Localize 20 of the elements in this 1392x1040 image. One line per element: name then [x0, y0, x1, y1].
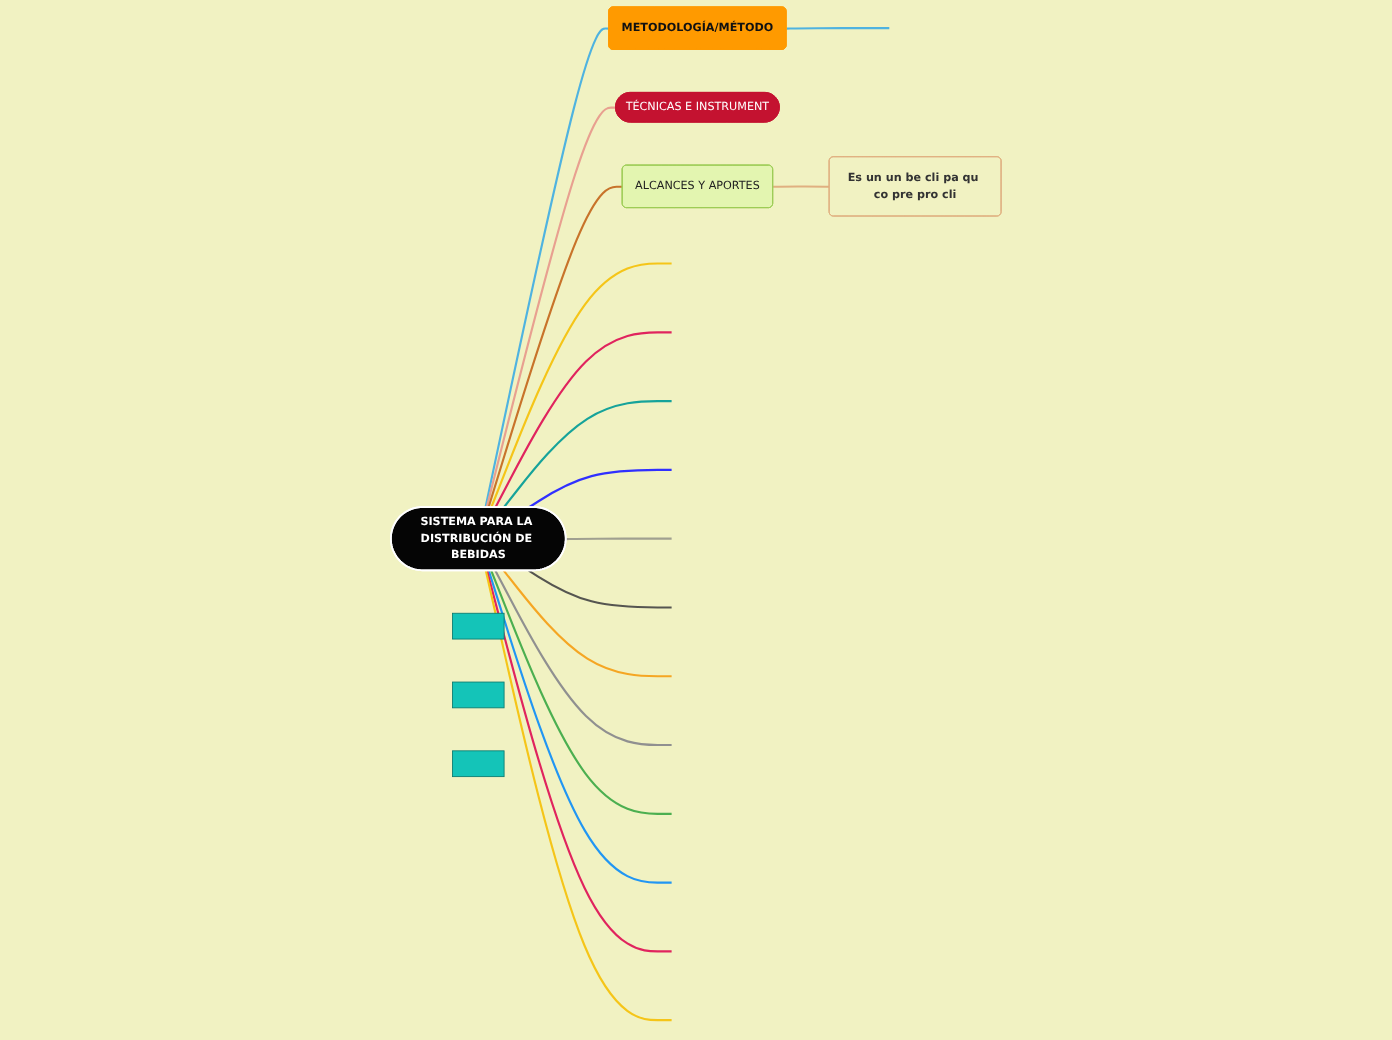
- connector-line: [485, 106, 616, 508]
- node-box: [452, 681, 505, 709]
- connector-line: [773, 185, 830, 188]
- node-box: [452, 612, 505, 640]
- connector-line: [494, 331, 672, 509]
- connector-line: [490, 570, 672, 815]
- connector-line: [486, 570, 672, 953]
- connector-line: [528, 569, 672, 609]
- connector-line: [528, 468, 672, 509]
- connector-line: [502, 570, 672, 678]
- connector-line: [786, 27, 890, 30]
- connector-line: [484, 570, 672, 1022]
- connector-line: [487, 185, 623, 508]
- node-box: [452, 750, 505, 778]
- connector-line: [502, 400, 672, 509]
- connector-line: [490, 262, 672, 508]
- connector-line: [487, 570, 672, 884]
- connector-line: [484, 27, 610, 508]
- connector-line: [494, 570, 672, 747]
- connector-line: [566, 537, 672, 541]
